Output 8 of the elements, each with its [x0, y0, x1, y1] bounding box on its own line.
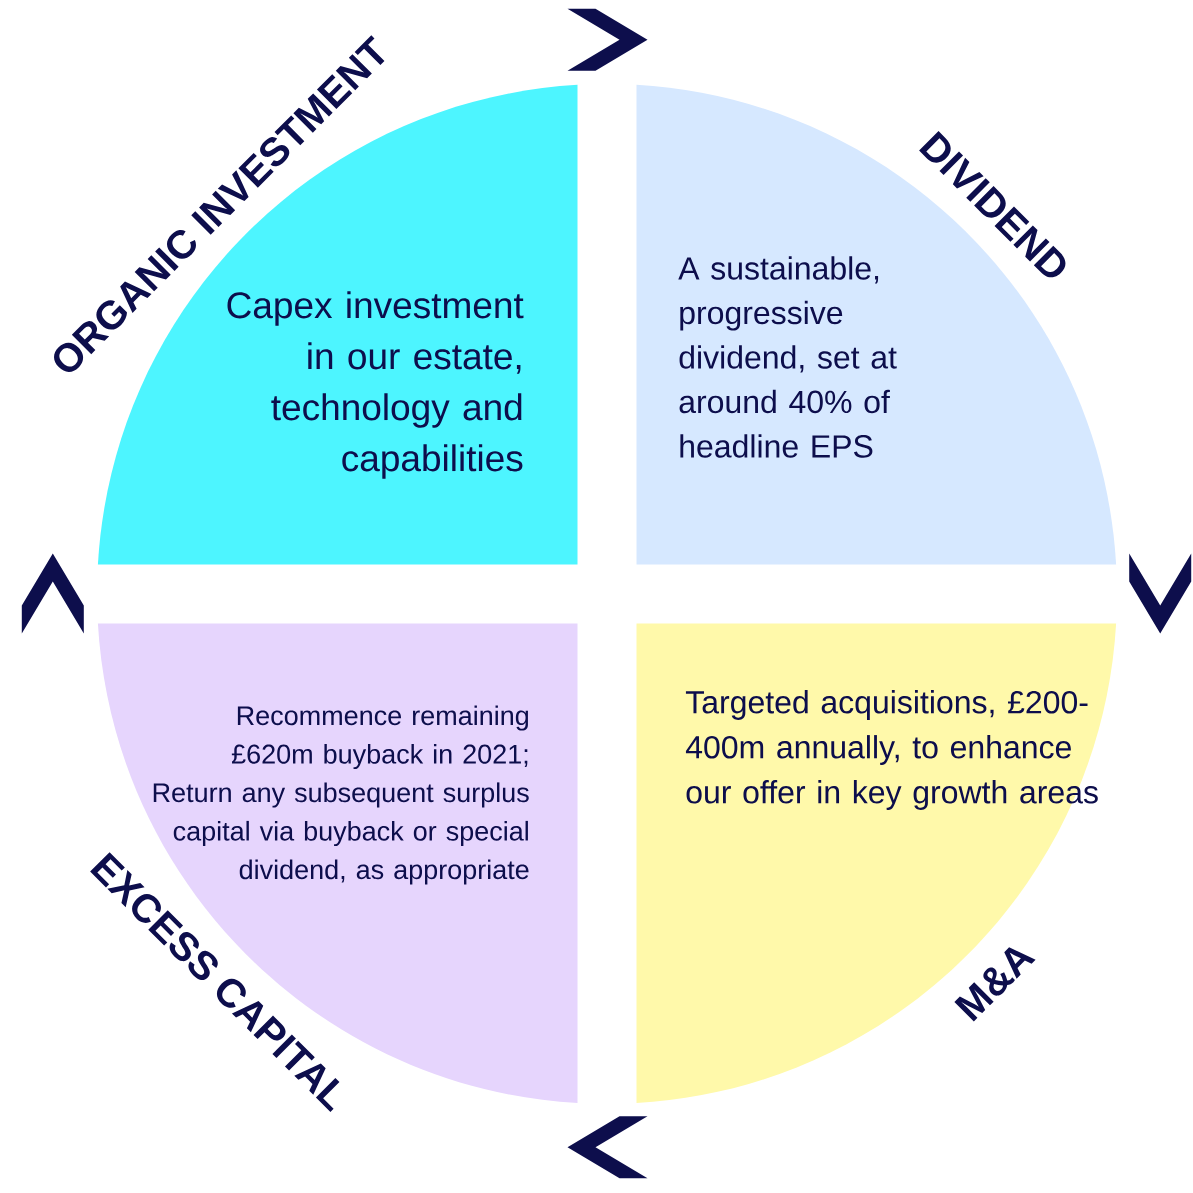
chevron-arrow [567, 1116, 648, 1179]
chevron-arrow [1129, 553, 1192, 634]
description: A sustainable, progressive dividend, set at around 40% of headline EPS [678, 256, 897, 458]
description: Capex investment in our estate, technology and capabilities [227, 291, 524, 479]
description: Targeted acquisitions, £200-400m annually, to enhance our offer in key growth areas [685, 690, 1098, 810]
description: Recommence remaining £620m buyback in 2021; Return any subsequent surplus capital via buyback or special dividend, as appropriate [153, 705, 529, 885]
chevron-arrow [567, 8, 648, 71]
chevron-arrow [21, 553, 84, 634]
